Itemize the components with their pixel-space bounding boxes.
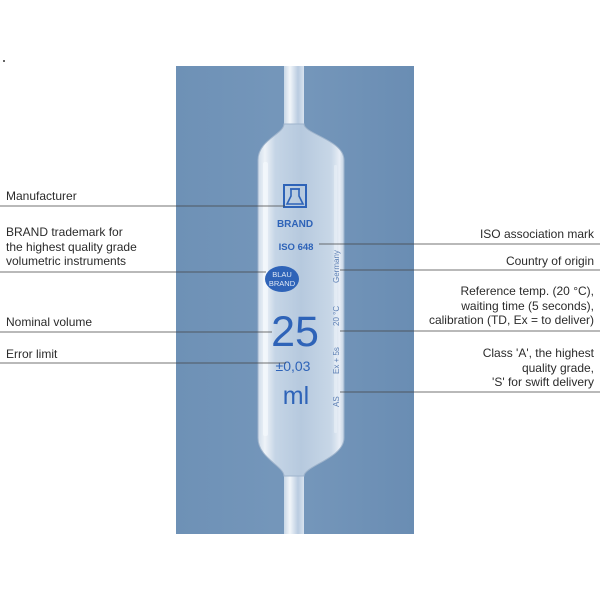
flask-in-square-icon (283, 184, 307, 208)
blau-brand-badge (265, 266, 299, 292)
upper-stem (284, 66, 304, 126)
label-nominal-volume: Nominal volume (6, 315, 93, 329)
tolerance-value: ±0,03 (276, 358, 311, 374)
iso-text: ISO 648 (279, 242, 314, 253)
volume-value: 25 (271, 308, 319, 356)
stray-dot (3, 60, 5, 62)
side-class: AS (332, 396, 341, 407)
label-trademark: BRAND trademark for the highest quality … (6, 225, 137, 268)
label-iso-mark: ISO association mark (479, 227, 594, 241)
side-temp: 20 °C (332, 306, 341, 326)
label-country: Country of origin (505, 254, 594, 268)
label-class: Class 'A', the highest quality grade, 'S… (482, 346, 594, 389)
label-error-limit: Error limit (6, 347, 58, 361)
brand-name: BRAND (277, 219, 313, 230)
side-country: Germany (332, 250, 341, 283)
bulb-highlight-right (334, 165, 337, 433)
leader-lines (0, 205, 600, 393)
label-reference: Reference temp. (20 °C), waiting time (5… (428, 284, 594, 327)
label-manufacturer: Manufacturer (6, 189, 77, 203)
unit-value: ml (283, 382, 309, 410)
bulb-highlight (263, 162, 268, 436)
blau-line2: BRAND (269, 279, 296, 288)
lower-stem (284, 474, 304, 534)
blau-line1: BLAU (272, 270, 292, 279)
side-time: Ex + 5s (332, 347, 341, 374)
pipette-bulb (257, 123, 345, 477)
